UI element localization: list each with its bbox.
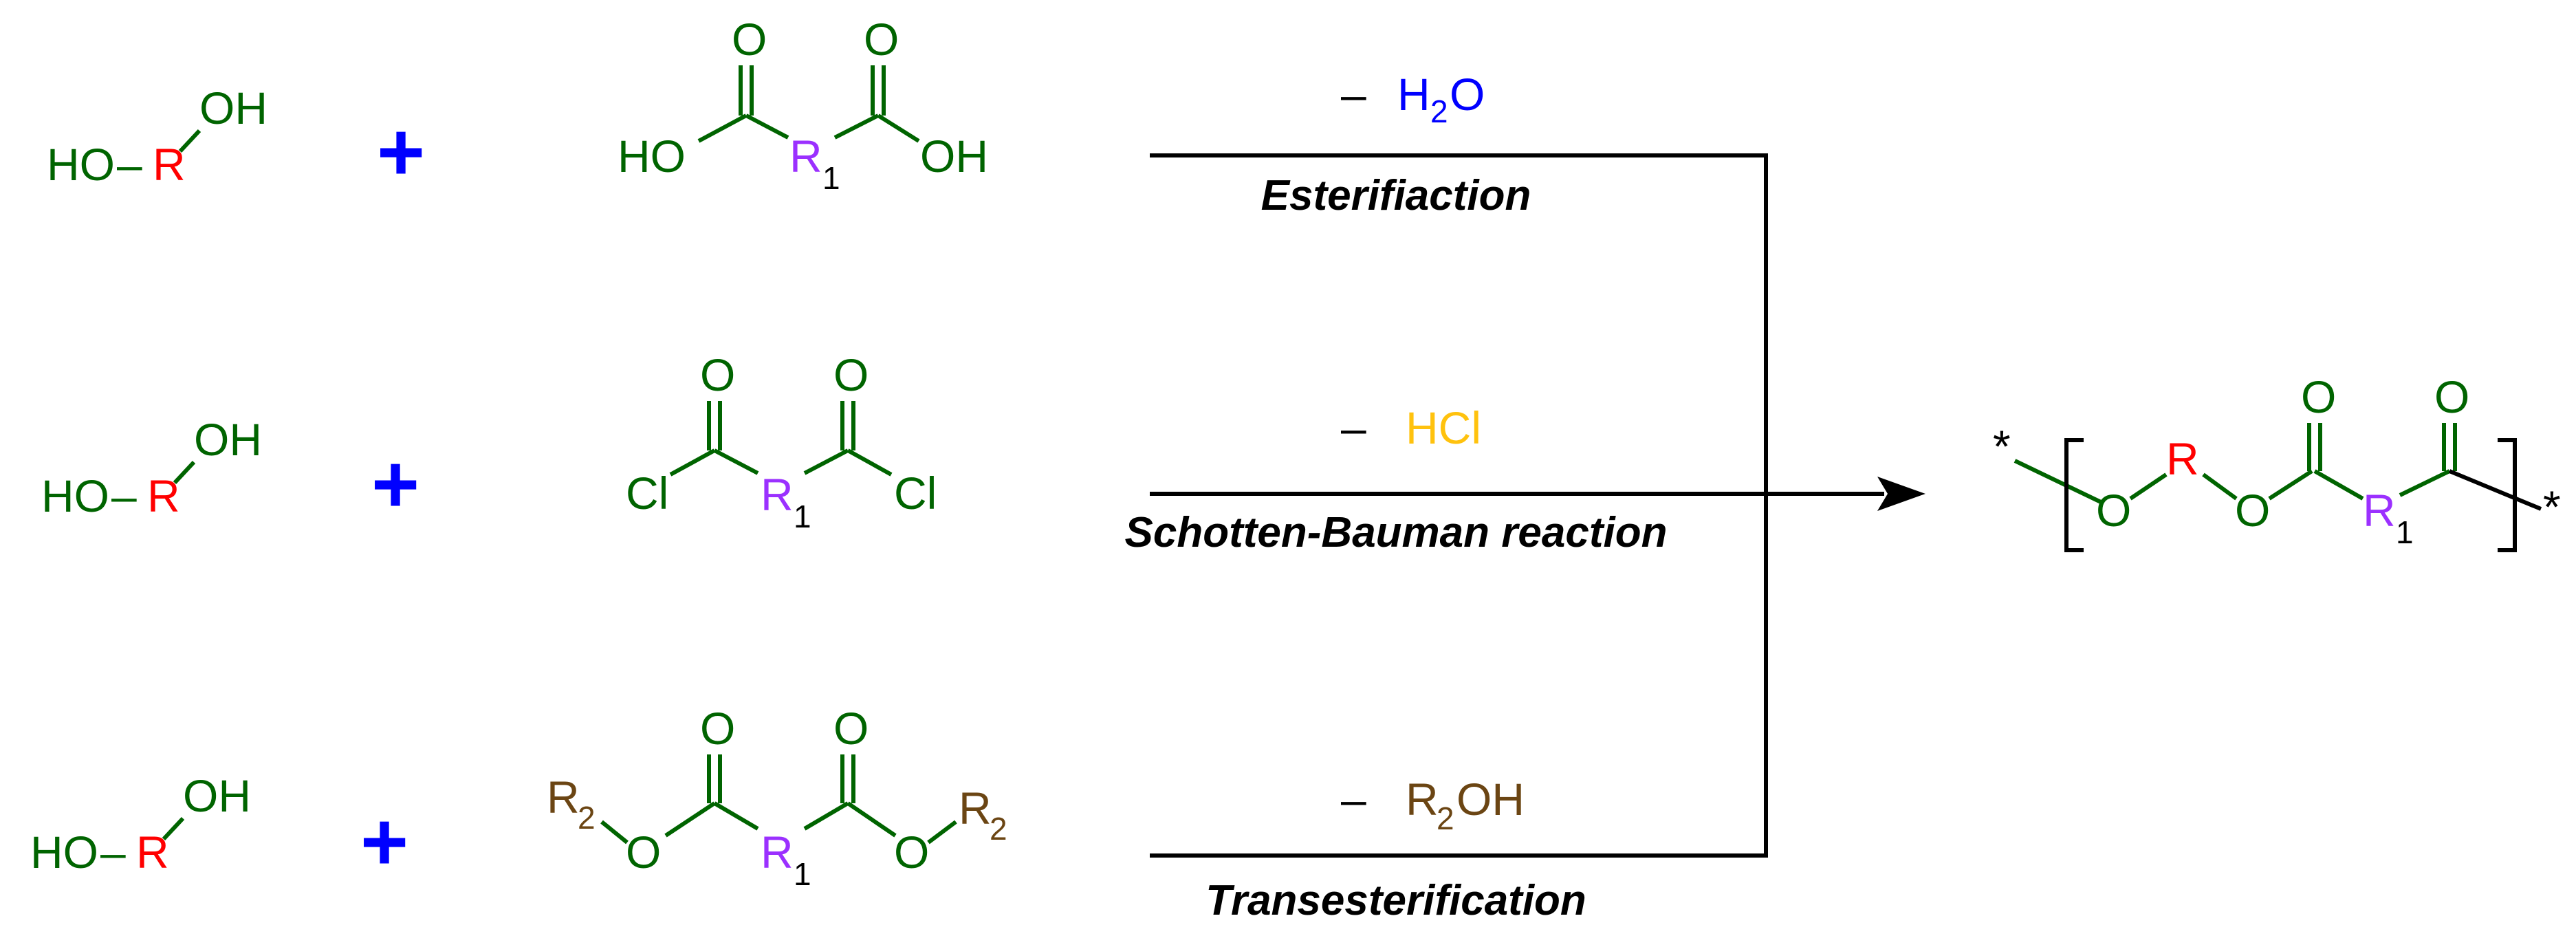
diester-r1: R — [761, 827, 794, 878]
byproduct-2-hcl: HCl — [1406, 402, 1481, 453]
diester-bond-3 — [803, 801, 849, 831]
byproduct-3-r: R — [1406, 774, 1439, 825]
reaction-name-schotten: Schotten-Bauman reaction — [1125, 509, 1668, 556]
dacl-bond-2 — [713, 448, 759, 475]
byproduct-3-oh: OH — [1456, 774, 1525, 825]
product-bond-3 — [2268, 469, 2313, 501]
dacl-bond-4 — [847, 448, 893, 477]
diacid-bond-2 — [745, 113, 789, 140]
bracket-left — [2064, 438, 2084, 552]
diol-2-oh: OH — [194, 414, 262, 465]
product-bond-5 — [2399, 469, 2451, 497]
diol-3-oh: OH — [183, 770, 251, 821]
diol-3-dash: – — [100, 827, 126, 878]
diacid-bond-4 — [877, 113, 920, 143]
diester-bond-0 — [600, 820, 629, 845]
product-o-carbonyl-1: O — [2301, 371, 2336, 422]
product-bond-1 — [2129, 472, 2168, 501]
dacl-cl-left: Cl — [626, 468, 668, 519]
diacid: O O HO R 1 OH — [618, 14, 988, 196]
product-o-carbonyl-2: O — [2434, 371, 2469, 422]
dacl-bond-3 — [803, 448, 849, 475]
diacid-o-left: O — [732, 14, 767, 65]
reaction-connector — [1150, 153, 1925, 858]
dacl-r1: R — [761, 469, 794, 520]
product-r1-sub: 1 — [2396, 514, 2414, 550]
diester: O O R 2 O R 1 O R 2 — [547, 703, 1007, 892]
product-bond-2 — [2202, 472, 2238, 501]
diol-2-ho: HO — [41, 470, 109, 521]
product-o-1: O — [2096, 485, 2131, 536]
diester-bond-5 — [927, 820, 957, 845]
diol-1: OH HO – R — [47, 83, 268, 190]
connector-bracket — [1150, 153, 1768, 858]
byproduct-1-o: O — [1450, 69, 1485, 120]
diol-1-r: R — [153, 139, 186, 190]
condition-esterification: – H 2 O Esterifiaction — [1261, 69, 1531, 219]
diester-r2-right: R — [959, 783, 992, 834]
diol-2-r: R — [147, 470, 180, 521]
diol-1-bond — [178, 129, 201, 153]
product-o-2: O — [2235, 485, 2270, 536]
reaction-name-transesterification: Transesterification — [1205, 877, 1586, 924]
byproduct-2-sign: – — [1341, 402, 1366, 453]
diester-r2-left: R — [547, 772, 580, 823]
byproduct-1-h: H — [1397, 69, 1430, 120]
diol-1-dash: – — [117, 139, 142, 190]
product-r1: R — [2363, 485, 2396, 536]
diacid-oh: OH — [920, 131, 988, 182]
byproduct-1-sign: – — [1341, 69, 1366, 120]
dacl-cl-right: Cl — [894, 468, 937, 519]
dacl-r1-sub: 1 — [794, 499, 811, 534]
diester-r2-left-sub: 2 — [578, 800, 596, 836]
diester-bond-4 — [847, 801, 897, 838]
diacid-r1: R — [789, 131, 822, 182]
diacid-bond-1 — [697, 113, 747, 143]
end-star-right: * — [2543, 481, 2561, 532]
dacl-bond-1 — [669, 448, 716, 477]
diol-3-ho: HO — [30, 827, 98, 878]
plus-sign: + — [360, 796, 408, 888]
arrow-head-icon — [1877, 477, 1925, 511]
diol-2: OH HO – R — [41, 414, 262, 521]
bracket-right — [2498, 438, 2517, 552]
diester-o-right: O — [833, 703, 869, 754]
product-bond-4 — [2313, 469, 2364, 501]
diacid-o-right: O — [864, 14, 899, 65]
diol-1-ho: HO — [47, 139, 115, 190]
diol-2-dash: – — [111, 470, 137, 521]
dacl-o-right: O — [833, 349, 869, 400]
diester-bond-1 — [664, 801, 716, 838]
dacl-o-left: O — [700, 349, 735, 400]
diacyl-chloride: O O Cl R 1 Cl — [626, 349, 937, 534]
end-star-left: * — [1993, 421, 2011, 472]
diester-o-ester-left: O — [626, 827, 661, 878]
product-r: R — [2166, 433, 2199, 484]
diester-r1-sub: 1 — [794, 856, 811, 892]
product-bond-end — [2448, 469, 2542, 511]
byproduct-3-sign: – — [1341, 774, 1366, 825]
diacid-r1-sub: 1 — [822, 160, 840, 196]
byproduct-1-sub: 2 — [1430, 94, 1448, 129]
diacid-ho: HO — [618, 131, 686, 182]
plus-sign: + — [377, 106, 425, 198]
condition-transesterification: – R 2 OH Transesterification — [1205, 774, 1586, 924]
diol-1-oh: OH — [199, 83, 268, 133]
plus-sign: + — [371, 438, 419, 530]
condition-schotten: – HCl Schotten-Bauman reaction — [1125, 402, 1668, 556]
byproduct-3-sub: 2 — [1437, 801, 1454, 836]
diester-o-left: O — [700, 703, 735, 754]
product-bond-start — [2013, 459, 2102, 504]
diol-3-bond — [162, 816, 185, 841]
diacid-bond-3 — [833, 113, 880, 140]
diol-3: OH HO – R — [30, 770, 251, 878]
diol-2-bond — [173, 460, 196, 485]
diol-3-r: R — [136, 827, 169, 878]
diester-o-ester-right: O — [894, 827, 929, 878]
diester-bond-2 — [713, 801, 759, 831]
diester-r2-right-sub: 2 — [990, 811, 1007, 847]
reaction-name-esterification: Esterifiaction — [1261, 172, 1531, 219]
polyester-product: * O R O O R 1 O * — [1993, 371, 2561, 552]
